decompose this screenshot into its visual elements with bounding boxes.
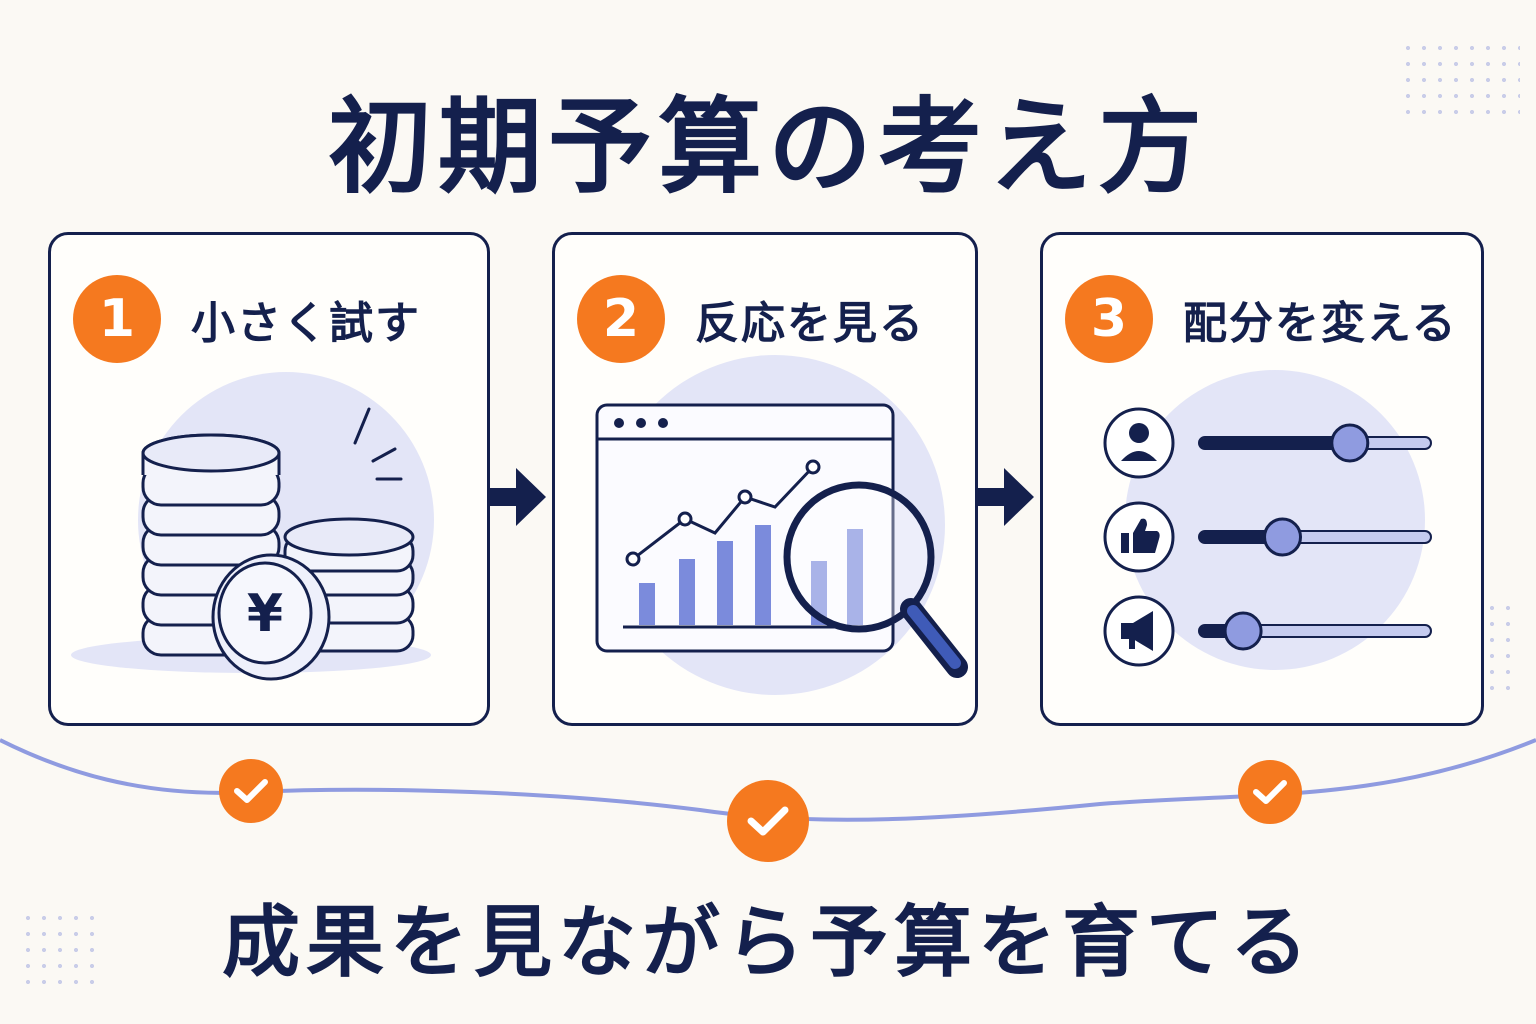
slider-knob — [1223, 611, 1263, 651]
magnifier-icon — [783, 481, 935, 633]
step-number-badge: 1 — [73, 275, 161, 363]
slider-knob — [1330, 423, 1370, 463]
check-badge-2 — [727, 780, 809, 862]
thumbs-up-icon — [1103, 501, 1175, 573]
check-icon — [234, 779, 268, 803]
arrow-right-icon — [488, 468, 546, 526]
slider-fill — [1199, 438, 1350, 448]
check-icon — [747, 806, 789, 836]
step-header-1: 1 小さく試す — [73, 275, 421, 363]
bottom-message: 成果を見ながら予算を育てる — [221, 898, 1314, 988]
step-label: 反応を見る — [695, 298, 925, 349]
slider-knob — [1263, 517, 1303, 557]
megaphone-icon — [1103, 595, 1175, 667]
check-badge-3 — [1238, 760, 1302, 824]
dot-pattern-top-right — [1400, 40, 1520, 120]
step-card-3: 3 配分を変える — [1040, 232, 1484, 726]
user-icon — [1103, 407, 1175, 479]
page-title: 初期予算の考え方 — [327, 86, 1208, 208]
step-label: 小さく試す — [191, 298, 421, 349]
slider-fill — [1199, 532, 1283, 542]
allocation-sliders-illustration — [1103, 370, 1432, 670]
step-card-1: 1 小さく試す ¥ — [48, 232, 490, 726]
step-header-2: 2 反応を見る — [577, 275, 925, 363]
check-icon — [1253, 780, 1287, 804]
yen-symbol: ¥ — [247, 584, 283, 644]
step-number-badge: 2 — [577, 275, 665, 363]
coin-stack-illustration: ¥ — [71, 372, 434, 681]
step-number-badge: 3 — [1065, 275, 1153, 363]
check-badge-1 — [219, 759, 283, 823]
step-card-2: 2 反応を見る — [552, 232, 978, 726]
dot-pattern-bottom-left — [20, 910, 100, 990]
step-header-3: 3 配分を変える — [1065, 275, 1458, 363]
arrow-right-icon — [976, 468, 1034, 526]
analytics-window-illustration — [595, 355, 968, 695]
step-label: 配分を変える — [1183, 298, 1458, 349]
